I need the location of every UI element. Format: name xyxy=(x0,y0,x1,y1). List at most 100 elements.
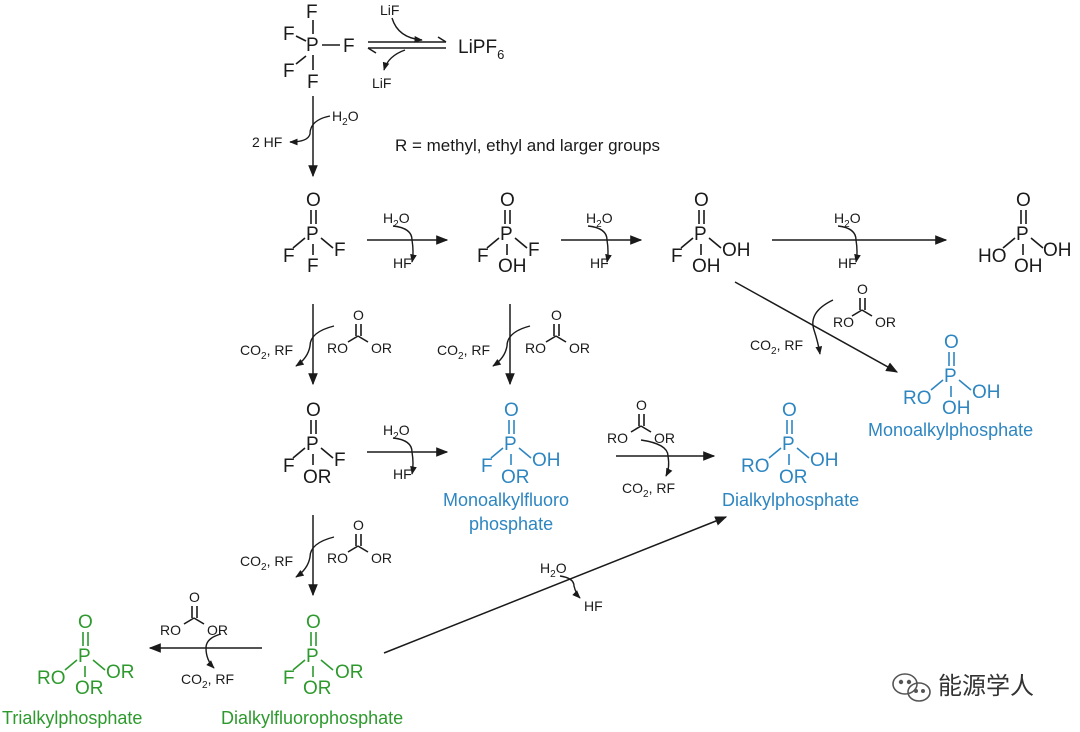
arrow-pof3-to-po2f2h xyxy=(367,225,449,263)
lipf6-label: LiPF6 xyxy=(458,37,504,62)
watermark: 能源学人 xyxy=(892,672,1034,702)
carbonate-reagent: O RO OR xyxy=(525,307,590,356)
atom-f: F xyxy=(283,668,295,689)
atom-p: P xyxy=(694,224,707,245)
atom-f: F xyxy=(283,246,295,267)
atom-o: O xyxy=(78,612,93,633)
reagent-h2o: H2O xyxy=(383,422,410,442)
atom-oh: OH xyxy=(498,256,527,277)
carbonate-reagent: O RO OR xyxy=(327,517,392,566)
atom-or: OR xyxy=(779,467,808,488)
carbonate-o: O xyxy=(551,307,562,323)
monoalkylphosphate-molecule: O P RO OH OH xyxy=(903,332,1001,419)
atom-ho: HO xyxy=(978,246,1007,267)
atom-p: P xyxy=(306,646,319,667)
atom-p: P xyxy=(504,434,517,455)
reagent-co2-rf: CO2, RF xyxy=(750,337,803,357)
reagent-2hf: 2 HF xyxy=(252,134,282,150)
reagent-hf: HF xyxy=(393,466,412,482)
atom-or: OR xyxy=(303,467,332,488)
atom-f: F xyxy=(283,61,295,82)
label-monoalkylphosphate: Monoalkylphosphate xyxy=(868,420,1033,440)
carbonate-reagent: O RO OR xyxy=(160,589,228,638)
carbonate-reagent: O RO OR xyxy=(833,281,896,330)
carbonate-reagent: O RO OR xyxy=(607,397,675,446)
carbonate-reagent: O RO OR xyxy=(327,307,392,356)
atom-p: P xyxy=(1016,224,1029,245)
carbonate-or: OR xyxy=(654,430,675,446)
atom-o: O xyxy=(306,400,321,421)
atom-oh: OH xyxy=(972,382,1001,403)
reagent-h2o: H2O xyxy=(540,560,567,580)
dialkylfluorophosphate-molecule: O P F OR OR xyxy=(283,612,364,699)
atom-p: P xyxy=(782,434,795,455)
label-monoalkylfluoro-line1: Monoalkylfluoro xyxy=(443,490,569,510)
pof2oh-molecule: O P F F OH xyxy=(477,190,540,277)
reagent-co2-rf: CO2, RF xyxy=(240,342,293,362)
r-group-note: R = methyl, ethyl and larger groups xyxy=(395,136,660,155)
atom-o: O xyxy=(1016,190,1031,211)
atom-oh: OH xyxy=(722,240,751,261)
atom-oh: OH xyxy=(810,450,839,471)
label-dialkylfluorophosphate: Dialkylfluorophosphate xyxy=(221,708,403,728)
phosphoric-acid-molecule: O P HO OH OH xyxy=(978,190,1072,277)
atom-p: P xyxy=(78,646,91,667)
label-trialkylphosphate: Trialkylphosphate xyxy=(2,708,142,728)
carbonate-or: OR xyxy=(207,622,228,638)
atom-p: P xyxy=(500,224,513,245)
carbonate-ro: RO xyxy=(327,550,348,566)
reagent-h2o: H2O xyxy=(586,210,613,230)
atom-f: F xyxy=(343,36,355,57)
arrow-to-trialkylphosphate xyxy=(148,633,262,669)
reagent-h2o: H2O xyxy=(834,210,861,230)
atom-or: OR xyxy=(303,678,332,699)
atom-f: F xyxy=(283,456,295,477)
label-monoalkylfluoro-line2: phosphate xyxy=(469,514,553,534)
carbonate-o: O xyxy=(353,517,364,533)
carbonate-o: O xyxy=(189,589,200,605)
atom-p: P xyxy=(944,366,957,387)
arrow-pof2or-to-dialkylfluoro xyxy=(295,515,335,597)
arrow-pof3-to-pof2or xyxy=(295,304,335,386)
carbonate-or: OR xyxy=(875,314,896,330)
carbonate-o: O xyxy=(857,281,868,297)
carbonate-ro: RO xyxy=(160,622,181,638)
reagent-co2-rf: CO2, RF xyxy=(437,342,490,362)
atom-or: OR xyxy=(335,662,364,683)
arrow-pof2or-to-monoalkylfluoro xyxy=(367,437,449,475)
reagent-hf: HF xyxy=(590,255,609,271)
carbonate-or: OR xyxy=(569,340,590,356)
atom-f: F xyxy=(671,246,683,267)
atom-o: O xyxy=(500,190,515,211)
atom-ro: RO xyxy=(903,388,932,409)
carbonate-or: OR xyxy=(371,340,392,356)
watermark-text: 能源学人 xyxy=(938,672,1034,700)
wechat-icon xyxy=(892,673,931,702)
reagent-lif: LiF xyxy=(380,2,399,18)
dialkylphosphate-molecule: O P RO OH OR xyxy=(741,400,839,488)
atom-o: O xyxy=(944,332,959,353)
atom-o: O xyxy=(782,400,797,421)
atom-oh: OH xyxy=(692,256,721,277)
arrow-dialkylfluoro-to-dialkylphosphate xyxy=(383,516,728,654)
monoalkylfluorophosphate-molecule: O P F OH OR xyxy=(481,400,561,488)
label-dialkylphosphate: Dialkylphosphate xyxy=(722,490,859,510)
atom-or: OR xyxy=(106,662,135,683)
atom-f: F xyxy=(307,72,319,93)
atom-f: F xyxy=(481,456,493,477)
atom-f: F xyxy=(528,240,540,261)
atom-f: F xyxy=(306,2,318,23)
atom-or: OR xyxy=(501,467,530,488)
arrow-pf5-to-pof3 xyxy=(289,96,331,178)
atom-oh: OH xyxy=(532,450,561,471)
pof2or-molecule: O P F F OR xyxy=(283,400,346,488)
atom-f: F xyxy=(334,450,346,471)
pof-oh2-molecule: O P F OH OH xyxy=(671,190,751,277)
atom-f: F xyxy=(283,24,295,45)
reagent-hf: HF xyxy=(838,255,857,271)
carbonate-ro: RO xyxy=(525,340,546,356)
atom-ro: RO xyxy=(37,668,66,689)
carbonate-o: O xyxy=(636,397,647,413)
atom-o: O xyxy=(504,400,519,421)
